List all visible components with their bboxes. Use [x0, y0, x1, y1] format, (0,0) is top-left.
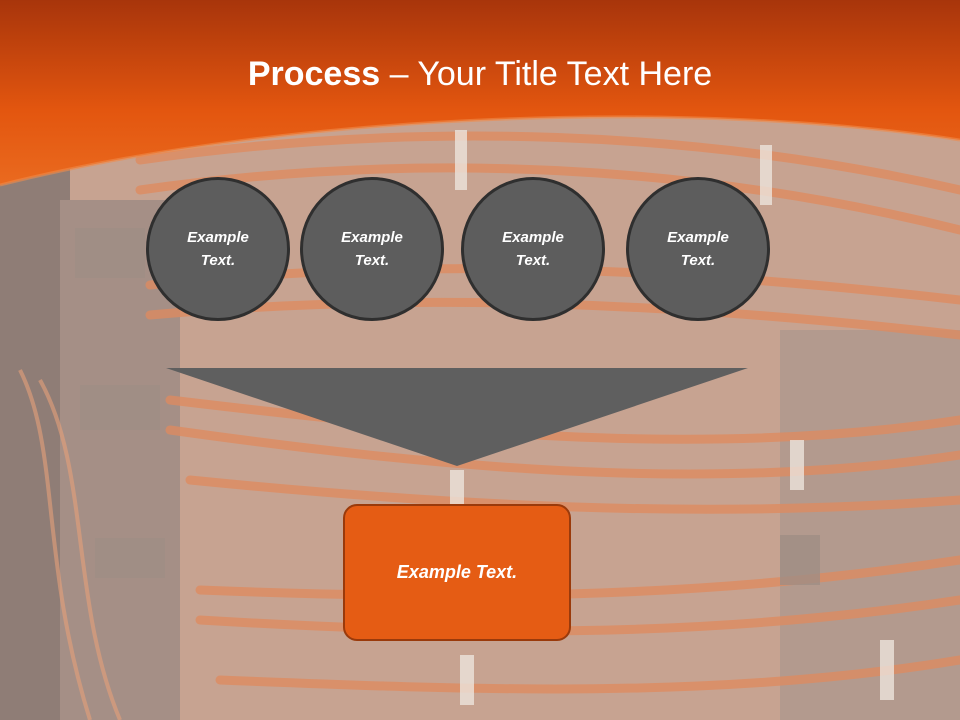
funnel-arrow: [166, 368, 748, 466]
slide-title: Process – Your Title Text Here: [0, 52, 960, 96]
process-step-circle-2[interactable]: Example Text.: [300, 177, 444, 321]
circle-4-text: Example Text.: [667, 229, 729, 269]
process-step-circle-4[interactable]: Example Text.: [626, 177, 770, 321]
title-bold-part: Process: [247, 55, 381, 93]
process-step-circle-1[interactable]: Example Text.: [146, 177, 290, 321]
result-box-text: Example Text.: [396, 562, 518, 582]
circle-1-text: Example Text.: [187, 229, 249, 269]
title-rest-part: – Your Title Text Here: [380, 55, 713, 93]
process-step-circle-3[interactable]: Example Text.: [461, 177, 605, 321]
circle-2-text: Example Text.: [341, 229, 403, 269]
result-box[interactable]: Example Text.: [343, 504, 571, 641]
circle-3-text: Example Text.: [502, 229, 564, 269]
